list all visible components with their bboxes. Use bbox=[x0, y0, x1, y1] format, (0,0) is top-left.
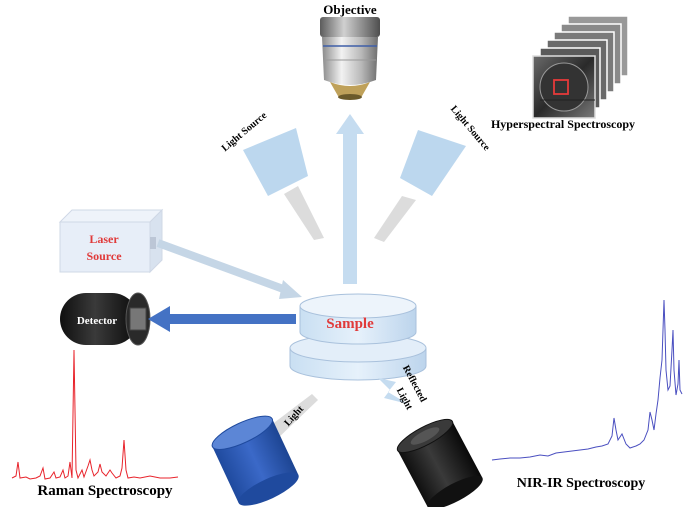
arrow-sample-to-detector bbox=[148, 306, 296, 332]
laser-box-icon bbox=[58, 208, 164, 274]
laser-label-line2: Source bbox=[86, 249, 122, 263]
sample-stage-icon bbox=[289, 293, 427, 381]
laser-label-line1: Laser bbox=[89, 232, 119, 246]
light-source-left-icon bbox=[243, 128, 324, 240]
hyperspectral-image-stack-icon bbox=[532, 15, 629, 119]
nir-spectrum-line bbox=[491, 299, 683, 461]
nir-ir-label: NIR-IR Spectroscopy bbox=[517, 476, 645, 491]
light-source-right-icon bbox=[374, 130, 466, 242]
sample-label: Sample bbox=[326, 316, 374, 332]
detector-label: Detector bbox=[77, 315, 117, 327]
objective-label: Objective bbox=[323, 2, 377, 17]
raman-spectrum-line bbox=[11, 349, 179, 480]
hyperspectral-label: Hyperspectral Spectroscopy bbox=[491, 117, 635, 131]
reflected-lightning-icon bbox=[378, 378, 408, 404]
microscope-objective-icon bbox=[320, 17, 380, 100]
raman-label: Raman Spectroscopy bbox=[37, 483, 173, 499]
detector-icon bbox=[60, 292, 151, 346]
light-cylinder-icon bbox=[211, 394, 318, 506]
arrow-to-objective bbox=[336, 114, 364, 284]
arrow-laser-to-sample bbox=[156, 239, 302, 299]
reflected-detector-icon bbox=[396, 418, 483, 507]
